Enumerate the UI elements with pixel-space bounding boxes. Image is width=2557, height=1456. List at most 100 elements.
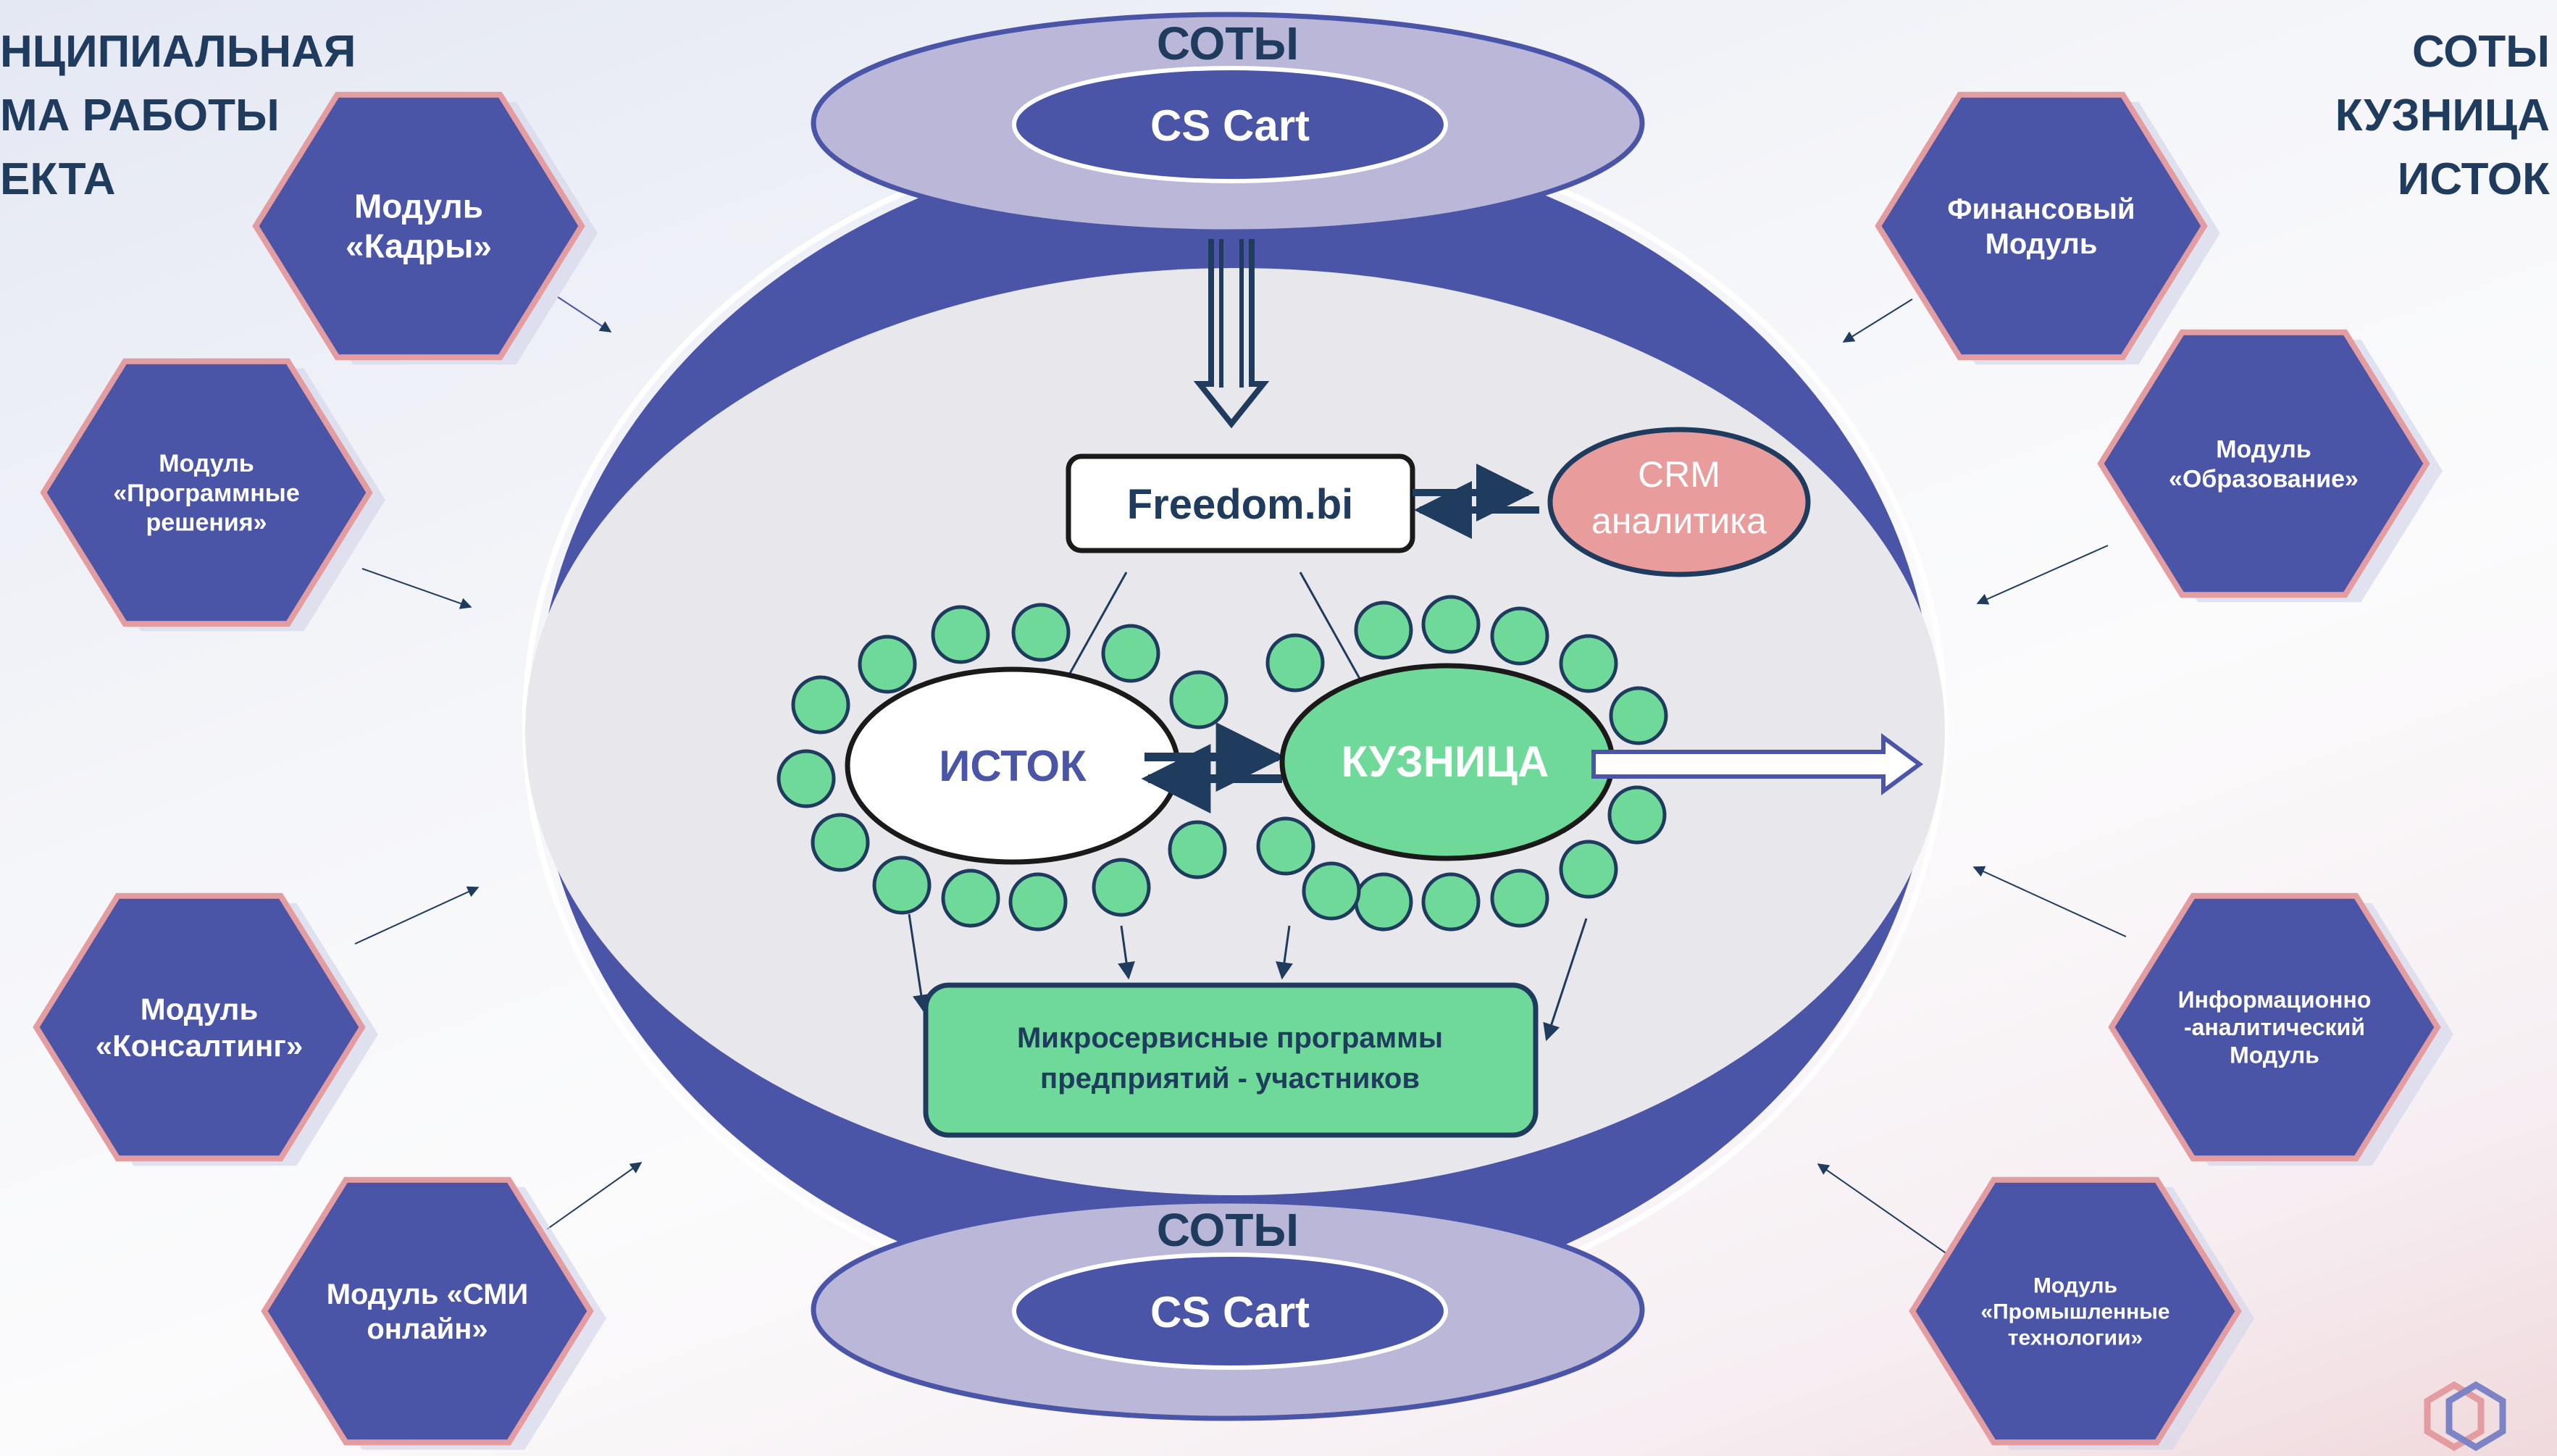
istok-satellite-circle [931, 605, 990, 664]
logo-hexagon-icon [2424, 1381, 2506, 1452]
module-software-label-line: решения» [146, 509, 267, 537]
istok-satellite-circle [941, 869, 1000, 928]
istok-satellite-circle [811, 813, 870, 872]
module-industrial-label-line: технологии» [2008, 1326, 2143, 1350]
module-software-label-line: Модуль [159, 450, 254, 477]
bottom-ring-inner-label: CS Cart [1150, 1288, 1310, 1336]
crm-label-line-1: CRM [1638, 454, 1720, 495]
micro-line-4 [1543, 918, 1588, 1042]
bottom-ring: СОТЫ CS Cart [811, 1198, 1645, 1421]
module-hexagon [1909, 1176, 2242, 1446]
istok-satellite-circle [858, 635, 917, 694]
kuznica-satellite-circle [1302, 861, 1361, 921]
istok-satellite-circle [1169, 670, 1229, 729]
kuznica-satellite-circle [1421, 872, 1481, 932]
crm-label-line-2: аналитика [1591, 501, 1767, 541]
istok-satellite-circle [1011, 603, 1071, 662]
down-arrow-outline [1193, 239, 1270, 429]
kuznica-satellite-circle [1559, 634, 1618, 693]
left-title-line-1: НЦИПИАЛЬНАЯ [0, 27, 356, 77]
module-industrial-label-line: «Промышленные [1980, 1300, 2169, 1324]
module-kadry-label-line: «Кадры» [346, 227, 492, 265]
kadry-connector [557, 296, 612, 332]
module-info-label-line: Модуль [2230, 1042, 2319, 1068]
istok-satellite-circle [1092, 858, 1151, 917]
module-consulting[interactable]: Модуль«Консалтинг» [33, 892, 378, 1166]
microservices-label-line-1: Микросервисные программы [1017, 1022, 1443, 1054]
module-kadry[interactable]: Модуль«Кадры» [252, 91, 598, 365]
left-title-line-2: МА РАБОТЫ [0, 91, 280, 141]
right-title-line-1: СОТЫ [2412, 27, 2550, 77]
info-connector [1972, 866, 2127, 937]
module-kadry-label-line: Модуль [354, 188, 483, 225]
module-hexagon [40, 358, 373, 627]
education-connector [1976, 545, 2109, 605]
micro-line-3 [1276, 925, 1293, 980]
istok-satellite-circle [872, 855, 932, 915]
kuznica-satellite-circle [1607, 785, 1667, 845]
freedom-to-kuznica-line [1299, 572, 1370, 698]
down-arrow-shaft [1219, 239, 1244, 388]
module-software-label-line: «Программные [113, 480, 300, 507]
software-connector [361, 568, 472, 609]
module-education-label-line: «Образование» [2169, 465, 2359, 493]
freedom-label: Freedom.bi [1127, 481, 1354, 528]
kuznica-satellite-circle [1609, 686, 1668, 745]
bottom-ring-label: СОТЫ [1157, 1204, 1299, 1256]
kuznica-satellite-circle [1421, 595, 1481, 654]
module-consulting-label-line: «Консалтинг» [96, 1029, 304, 1063]
module-hexagon [261, 1176, 594, 1446]
kuznica-satellite-circle [1559, 840, 1618, 899]
module-finance-label-line: Финансовый [1947, 193, 2135, 225]
module-education-label-line: Модуль [2216, 436, 2311, 464]
module-hexagon [252, 91, 585, 361]
media-connector [546, 1162, 643, 1230]
istok-satellite-group [777, 603, 1229, 932]
module-industrial-label-line: Модуль [2033, 1274, 2117, 1298]
top-ring-label: СОТЫ [1157, 17, 1299, 70]
kuznica-satellite-circle [1256, 816, 1315, 876]
module-media-label-line: Модуль «СМИ [327, 1279, 529, 1310]
right-title-line-3: ИСТОК [2398, 154, 2550, 204]
module-hexagon [2108, 892, 2441, 1162]
kuznica-satellite-circle [1490, 606, 1549, 666]
module-finance-label-line: Модуль [1985, 228, 2098, 260]
right-title: СОТЫ КУЗНИЦА ИСТОК [2335, 27, 2550, 204]
consulting-connector [354, 886, 480, 945]
top-ring: СОТЫ CS Cart [811, 12, 1645, 235]
istok-satellite-circle [1101, 624, 1160, 683]
crm-oval [1547, 427, 1811, 577]
right-title-line-2: КУЗНИЦА [2335, 91, 2550, 141]
istok-satellite-circle [791, 675, 850, 735]
micro-line-1 [908, 913, 930, 1013]
module-consulting-label-line: Модуль [141, 992, 259, 1026]
top-ring-inner-label: CS Cart [1150, 101, 1310, 150]
industrial-connector [1817, 1163, 1970, 1270]
micro-line-2 [1118, 925, 1135, 980]
module-hexagon [2097, 329, 2430, 598]
module-education[interactable]: Модуль«Образование» [2097, 329, 2443, 603]
kuznica-satellite-circle [1354, 872, 1413, 932]
kuznica-satellite-group [1256, 595, 1668, 932]
module-media-label-line: онлайн» [367, 1313, 487, 1345]
microservices-label-line-2: предприятий - участников [1040, 1063, 1420, 1095]
kuznica-label: КУЗНИЦА [1342, 737, 1549, 786]
top-ring-inner [1012, 66, 1448, 183]
istok-label: ИСТОК [939, 742, 1087, 790]
left-title: НЦИПИАЛЬНАЯ МА РАБОТЫ ЕКТА [0, 27, 356, 204]
freedom-box [1066, 453, 1415, 553]
module-hexagon [33, 892, 366, 1162]
kuznica-satellite-circle [1265, 633, 1325, 693]
left-title-line-3: ЕКТА [0, 154, 115, 204]
module-hexagon [1875, 91, 2208, 361]
istok-satellite-circle [1008, 872, 1068, 932]
istok-satellite-circle [1168, 820, 1227, 879]
finance-connector [1842, 298, 1913, 343]
kuznica-satellite-circle [1490, 869, 1549, 928]
